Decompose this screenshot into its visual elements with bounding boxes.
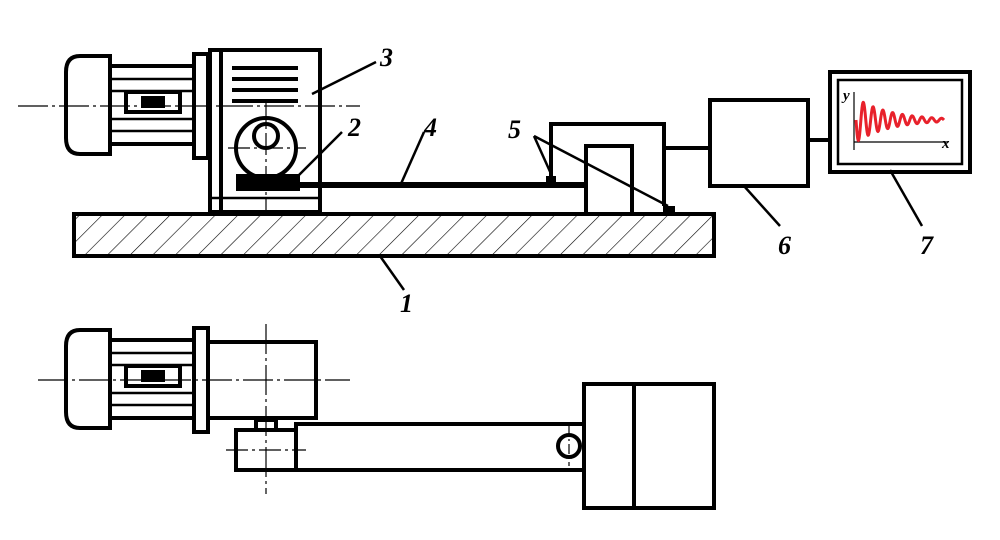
label-sensors: 5 (508, 115, 521, 144)
label-clamp: 2 (347, 113, 361, 142)
label-monitor: 7 (920, 231, 934, 260)
leader-lines (297, 60, 924, 291)
signal-wires (549, 122, 830, 206)
beam (300, 182, 586, 188)
x-axis-label: x (941, 136, 950, 152)
centerlines-top (18, 100, 360, 210)
y-axis-label: y (841, 88, 850, 104)
label-base: 1 (400, 289, 413, 318)
beam-bottom (294, 422, 586, 472)
base-plate (72, 212, 716, 258)
damped-signal (854, 100, 946, 142)
label-gearbox: 3 (379, 43, 393, 72)
label-beam: 4 (423, 113, 437, 142)
support-block-bottom (582, 382, 716, 510)
support-column (584, 144, 634, 216)
centerlines-bottom (38, 324, 570, 494)
label-amplifier: 6 (778, 231, 791, 260)
amplifier-block (708, 98, 810, 188)
monitor: y x (828, 70, 972, 174)
